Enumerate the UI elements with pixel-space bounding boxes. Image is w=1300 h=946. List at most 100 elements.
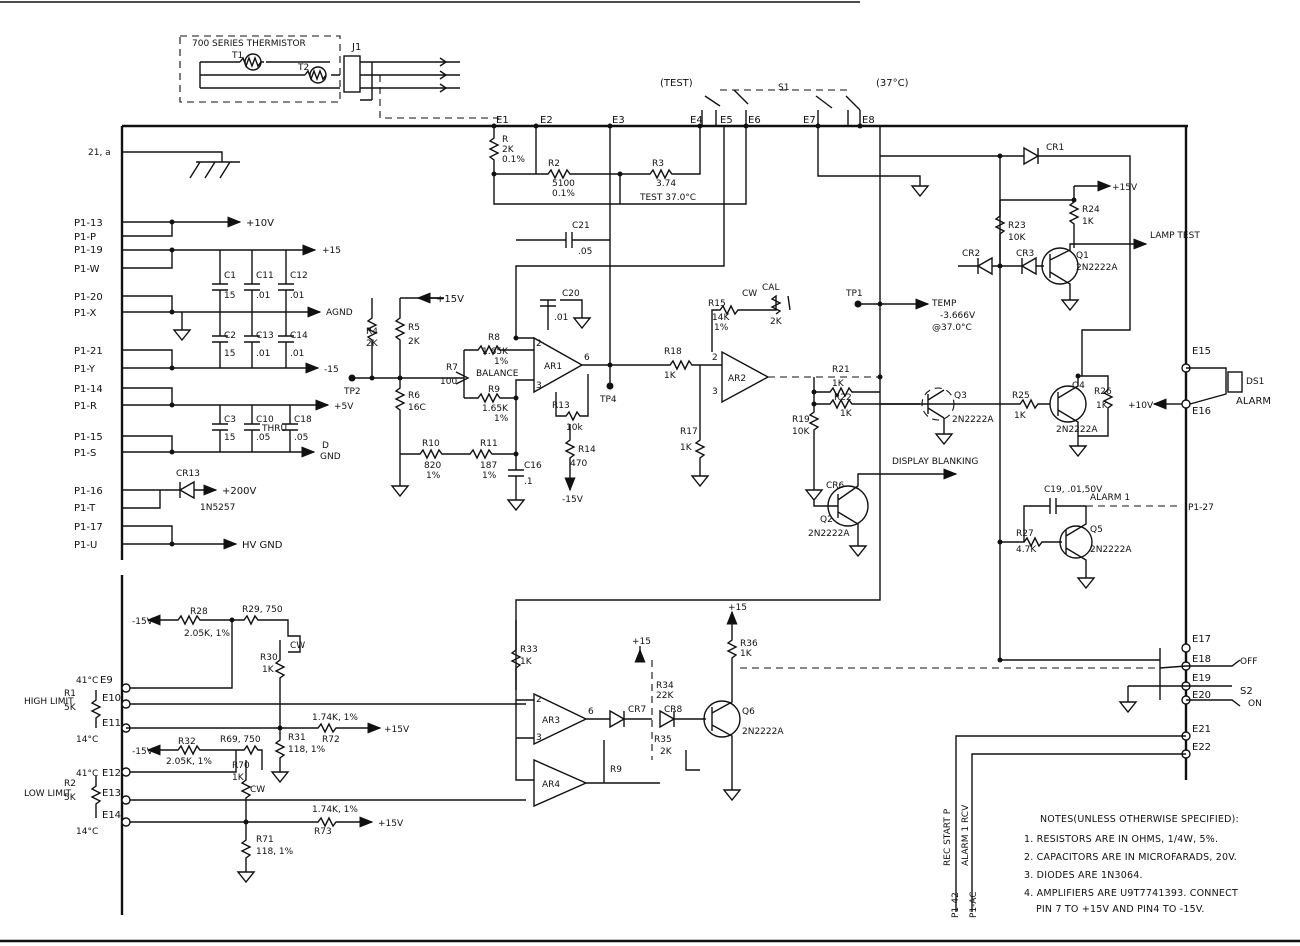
thermistor-t1 (239, 56, 264, 68)
svg-text:R14: R14 (578, 445, 596, 455)
svg-text:2N2222A: 2N2222A (1090, 545, 1132, 555)
svg-text:Q4: Q4 (1072, 381, 1085, 391)
svg-text:15: 15 (224, 291, 235, 301)
svg-text:2K: 2K (408, 337, 421, 347)
svg-text:14°C: 14°C (76, 827, 98, 837)
svg-text:1%: 1% (714, 323, 729, 333)
svg-text:R23: R23 (1008, 221, 1026, 231)
svg-text:DS1: DS1 (1246, 377, 1264, 387)
svg-text:CR2: CR2 (962, 249, 980, 259)
svg-text:R3: R3 (652, 159, 664, 169)
lamp-ds1 (1227, 371, 1243, 393)
svg-text:+5V: +5V (334, 402, 354, 412)
note-3: 3. DIODES ARE 1N3064. (1024, 870, 1143, 881)
svg-text:R26: R26 (1094, 387, 1112, 397)
svg-text:R21: R21 (832, 365, 850, 375)
svg-text:16C: 16C (408, 403, 426, 413)
svg-text:.01: .01 (256, 349, 270, 359)
svg-text:R1: R1 (64, 689, 76, 699)
svg-text:R6: R6 (408, 391, 420, 401)
switch-s1 (701, 89, 861, 126)
svg-text:AGND: AGND (326, 308, 353, 318)
high-limit-label: HIGH LIMIT (24, 697, 74, 707)
svg-text:C11: C11 (256, 271, 274, 281)
svg-text:15: 15 (224, 349, 235, 359)
svg-text:CR8: CR8 (664, 705, 683, 715)
svg-text:1.65K: 1.65K (482, 404, 509, 414)
svg-text:2K: 2K (502, 145, 515, 155)
svg-text:+15: +15 (322, 246, 341, 256)
svg-text:R10: R10 (422, 439, 440, 449)
svg-text:@37.0°C: @37.0°C (932, 323, 972, 333)
svg-text:1K: 1K (740, 649, 753, 659)
pin-labels: P1-13 P1-P P1-19 P1-W P1-20 P1-X P1-21 P… (74, 218, 103, 551)
svg-text:CW: CW (290, 641, 305, 651)
transistor-q1 (1041, 247, 1079, 285)
alarm1-rcv-label: ALARM 1 RCV (961, 804, 971, 866)
svg-text:+15V: +15V (384, 725, 410, 735)
svg-text:3: 3 (536, 733, 542, 743)
svg-text:10K: 10K (1008, 233, 1026, 243)
svg-text:1.74K, 1%: 1.74K, 1% (312, 713, 358, 723)
notes-block: NOTES(UNLESS OTHERWISE SPECIFIED): 1. RE… (1024, 814, 1239, 915)
svg-text:R33: R33 (520, 645, 538, 655)
svg-text:-3.666V: -3.666V (940, 311, 976, 321)
svg-text:HV GND: HV GND (242, 540, 283, 551)
svg-text:AR1: AR1 (544, 362, 562, 372)
svg-text:P1-T: P1-T (74, 503, 96, 514)
svg-text:R27: R27 (1016, 529, 1034, 539)
svg-text:R73: R73 (314, 827, 332, 837)
svg-text:E1: E1 (496, 115, 509, 126)
svg-text:1K: 1K (520, 657, 533, 667)
temp-label: TEMP (931, 299, 957, 309)
svg-text:CW: CW (742, 289, 757, 299)
svg-text:118, 1%: 118, 1% (256, 847, 294, 857)
svg-text:R7: R7 (446, 363, 458, 373)
svg-text:E2: E2 (540, 115, 553, 126)
svg-text:41°C: 41°C (76, 676, 98, 686)
test-divider: R 2K 0.1% R2 5100 0.1% R3 3.74 TEST 37.0… (488, 126, 747, 205)
svg-text:Q1: Q1 (1076, 251, 1089, 261)
svg-text:0.1%: 0.1% (502, 155, 525, 165)
svg-text:E12: E12 (102, 768, 121, 779)
svg-text:.01: .01 (256, 291, 270, 301)
svg-text:2.05K, 1%: 2.05K, 1% (166, 757, 212, 767)
svg-text:+10V: +10V (246, 218, 274, 229)
svg-text:E7: E7 (803, 115, 816, 126)
svg-text:ON: ON (1248, 699, 1262, 709)
svg-text:R: R (502, 135, 508, 145)
alarm1-label: ALARM 1 (1090, 493, 1130, 503)
svg-text:P1-X: P1-X (74, 308, 97, 319)
svg-text:R15: R15 (708, 299, 726, 309)
svg-text:2N2222A: 2N2222A (808, 529, 850, 539)
svg-text:1.74K, 1%: 1.74K, 1% (312, 805, 358, 815)
svg-text:14°C: 14°C (76, 735, 98, 745)
svg-text:2K: 2K (660, 747, 673, 757)
connector-j1 (343, 55, 361, 93)
svg-text:3: 3 (712, 387, 718, 397)
svg-text:C16: C16 (524, 461, 542, 471)
svg-text:CR13: CR13 (176, 469, 200, 479)
svg-text:D: D (322, 441, 329, 451)
note-4b: PIN 7 TO +15V AND PIN4 TO -15V. (1036, 904, 1205, 915)
svg-text:R4: R4 (366, 327, 378, 337)
svg-text:C1: C1 (224, 271, 236, 281)
svg-text:Q3: Q3 (954, 391, 967, 401)
thermistor-title: 700 SERIES THERMISTOR (192, 39, 306, 49)
svg-text:.05: .05 (294, 433, 308, 443)
svg-text:.1: .1 (524, 477, 533, 487)
svg-text:41°C: 41°C (76, 769, 98, 779)
svg-text:OFF: OFF (1240, 657, 1257, 667)
svg-text:TP4: TP4 (599, 395, 617, 405)
svg-text:CR3: CR3 (1016, 249, 1034, 259)
svg-text:100: 100 (440, 377, 457, 387)
svg-text:3.74: 3.74 (656, 179, 676, 189)
svg-text:5K: 5K (64, 703, 77, 713)
svg-text:C18: C18 (294, 415, 312, 425)
svg-text:-15V: -15V (132, 617, 154, 627)
svg-text:AR4: AR4 (542, 780, 560, 790)
